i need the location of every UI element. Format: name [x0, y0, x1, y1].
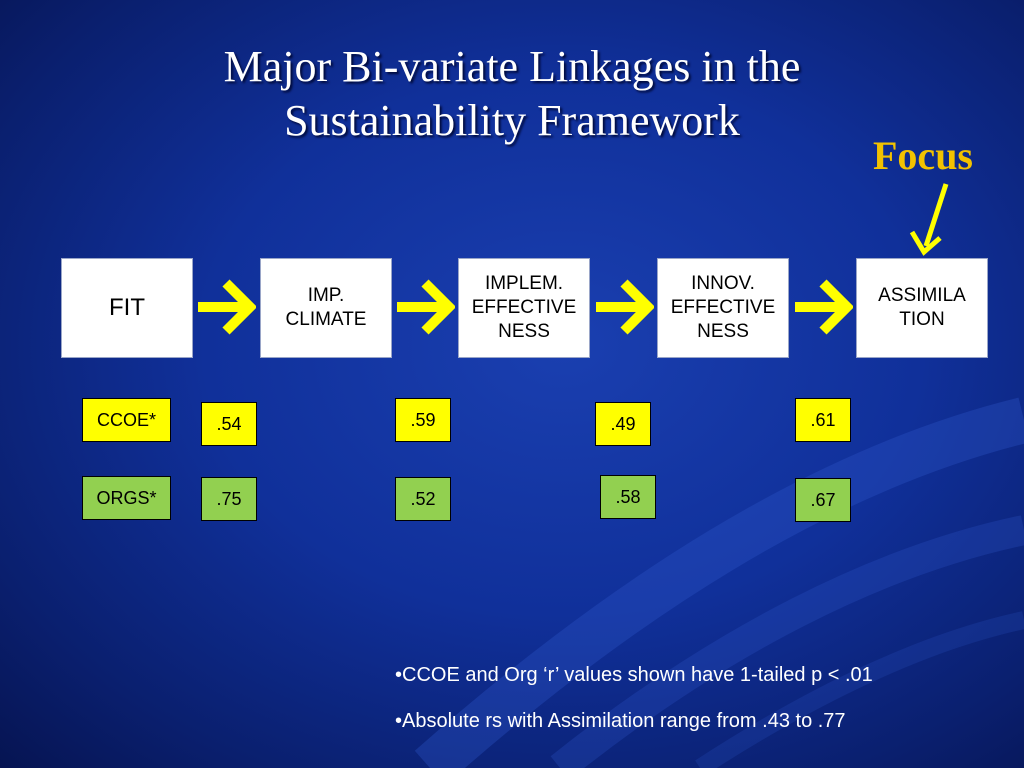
stage-fit-line-1: FIT — [109, 294, 145, 321]
flow-arrow-icon-2 — [397, 279, 455, 335]
stage-innov-line-3: NESS — [697, 321, 749, 342]
stage-imp-climate-line-1: IMP. — [307, 285, 345, 306]
stage-innov-line-1: INNOV. — [691, 273, 755, 294]
title-line-1: Major Bi-variate Linkages in the — [223, 42, 801, 91]
stage-imp-climate: IMP. CLIMATE — [260, 258, 392, 358]
orgs-value-4: .67 — [795, 478, 851, 522]
orgs-label: ORGS* — [82, 476, 171, 520]
ccoe-label: CCOE* — [82, 398, 171, 442]
flow-arrow-icon-1 — [198, 279, 256, 335]
ccoe-value-1: .54 — [201, 402, 257, 446]
stage-implem-line-2: EFFECTIVE — [471, 297, 577, 318]
ccoe-value-2: .59 — [395, 398, 451, 442]
stage-assimilation-line-2: TION — [899, 309, 945, 330]
focus-arrow-icon — [909, 183, 949, 256]
orgs-value-1: .75 — [201, 477, 257, 521]
stage-innov-line-2: EFFECTIVE — [670, 297, 776, 318]
focus-label: Focus — [873, 133, 973, 178]
flow-arrow-icon-4 — [795, 279, 853, 335]
stage-assimilation-line-1: ASSIMILA — [878, 285, 966, 306]
orgs-value-3: .58 — [600, 475, 656, 519]
stage-innov-effectiveness: INNOV. EFFECTIVE NESS — [657, 258, 789, 358]
stage-implem-line-1: IMPLEM. — [484, 273, 564, 294]
stage-fit: FIT — [61, 258, 193, 358]
ccoe-value-4: .61 — [795, 398, 851, 442]
slide-title: Major Bi-variate Linkages in the Sustain… — [112, 40, 912, 148]
ccoe-value-3: .49 — [595, 402, 651, 446]
title-line-2: Sustainability Framework — [284, 96, 740, 145]
note-1: •CCOE and Org ‘r’ values shown have 1-ta… — [395, 664, 873, 686]
orgs-value-2: .52 — [395, 477, 451, 521]
stage-implem-line-3: NESS — [498, 321, 550, 342]
stage-imp-climate-line-2: CLIMATE — [285, 309, 367, 330]
stage-assimilation: ASSIMILA TION — [856, 258, 988, 358]
note-2: •Absolute rs with Assimilation range fro… — [395, 710, 846, 732]
stage-implem-effectiveness: IMPLEM. EFFECTIVE NESS — [458, 258, 590, 358]
flow-arrow-icon-3 — [596, 279, 654, 335]
